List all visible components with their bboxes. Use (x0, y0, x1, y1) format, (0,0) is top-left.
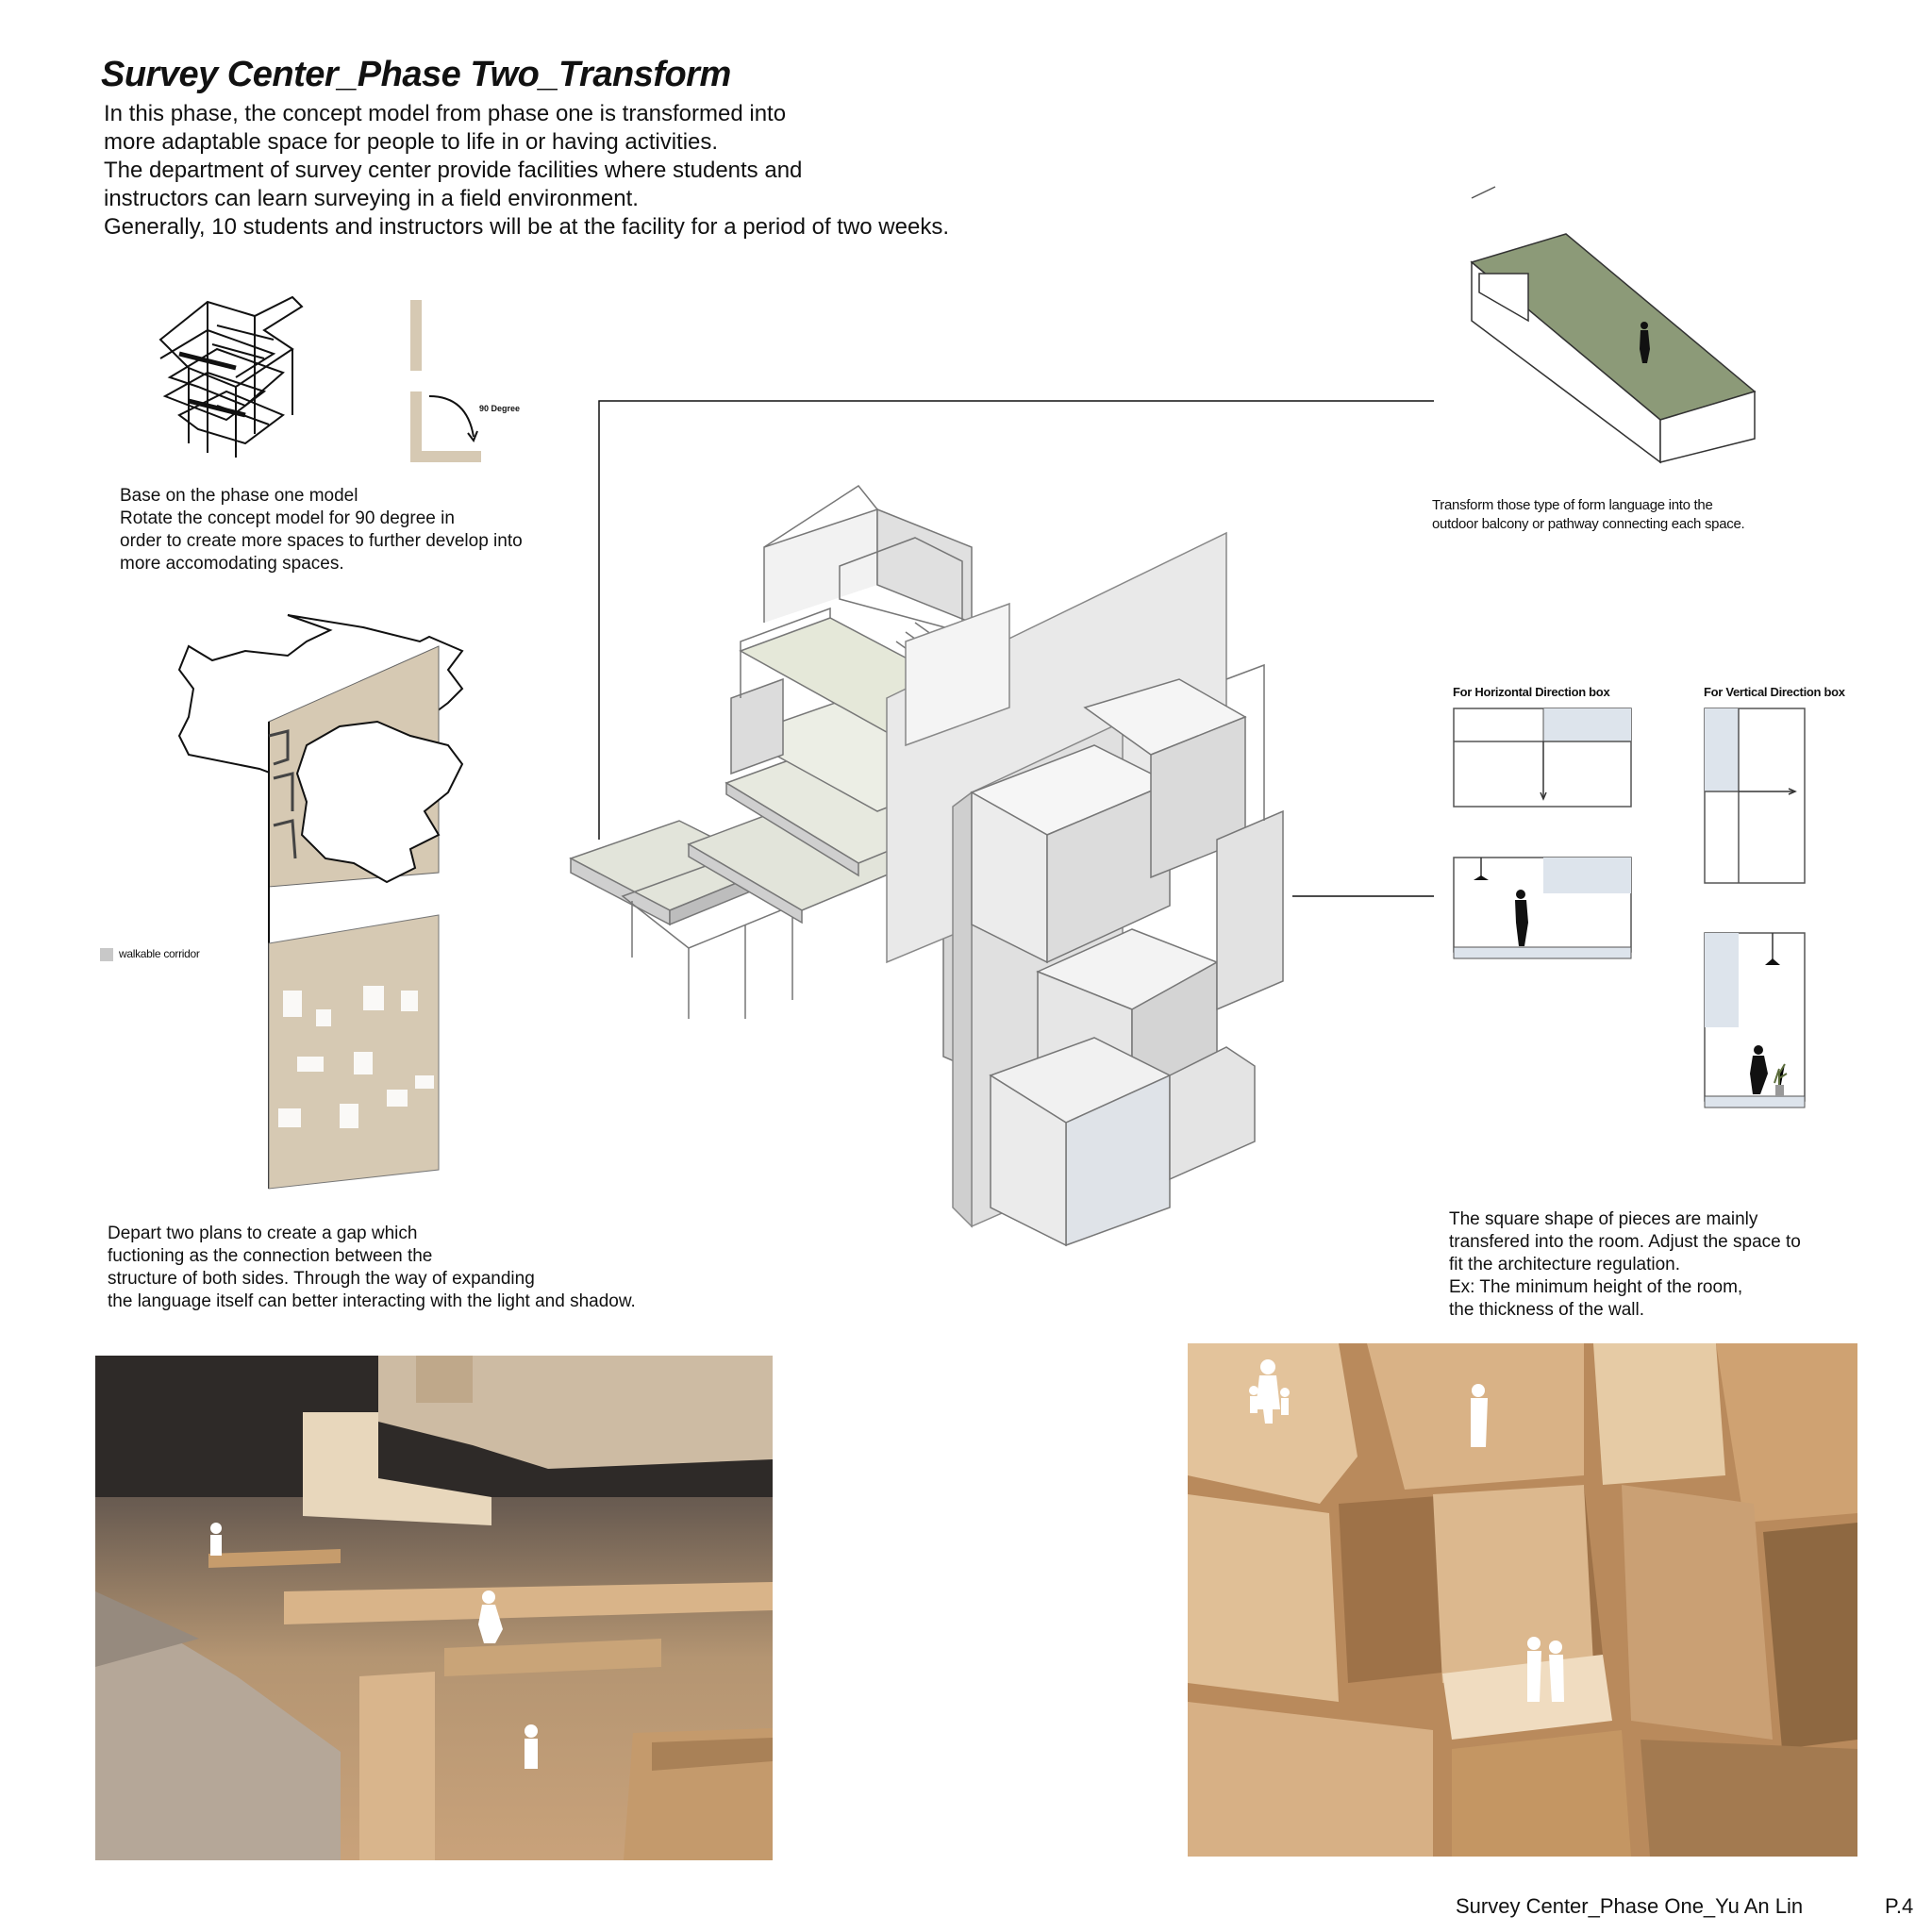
caption-line: the thickness of the wall. (1449, 1300, 1644, 1320)
rotation-l-shape-horizontal (410, 451, 481, 462)
rotation-bar-vertical (410, 300, 422, 371)
axonometric-model (569, 400, 1434, 1247)
person-silhouette-icon (1640, 322, 1650, 363)
page-title: Survey Center_Phase Two_Transform (101, 55, 731, 94)
intro-line: instructors can learn surveying in a fie… (104, 186, 639, 211)
caption-line: Base on the phase one model (120, 486, 358, 506)
caption-line: structure of both sides. Through the way… (108, 1269, 535, 1289)
walkable-label: walkable corridor (119, 947, 200, 960)
rotation-caption: Base on the phase one model Rotate the c… (120, 485, 523, 575)
rotation-arrow-icon (428, 395, 478, 443)
page-number: P.4 (1885, 1894, 1914, 1918)
intro-line: The department of survey center provide … (104, 158, 803, 183)
plan-gap-diagram (177, 614, 464, 1190)
caption-line: Depart two plans to create a gap which (108, 1224, 418, 1243)
horizontal-room-diagram (1453, 857, 1632, 959)
plant-icon (1774, 1063, 1788, 1096)
caption-line: The square shape of pieces are mainly (1449, 1209, 1758, 1229)
caption-line: transfered into the room. Adjust the spa… (1449, 1232, 1801, 1252)
vertical-direction-box-diagram (1704, 708, 1806, 884)
rotation-l-shape-vertical (410, 391, 422, 462)
model-photo-interior (95, 1356, 773, 1860)
caption-line: outdoor balcony or pathway connecting ea… (1432, 516, 1745, 532)
model-photo-rooms (1188, 1343, 1857, 1857)
caption-line: the language itself can better interacti… (108, 1291, 636, 1311)
balcony-caption: Transform those type of form language in… (1432, 496, 1745, 534)
intro-line: more adaptable space for people to life … (104, 129, 719, 155)
horizontal-direction-box-diagram (1453, 708, 1632, 808)
balcony-pathway-diagram (1470, 186, 1757, 464)
vertical-room-diagram (1704, 932, 1806, 1108)
caption-line: fit the architecture regulation. (1449, 1255, 1681, 1274)
footer-project: Survey Center_Phase One_Yu An Lin (1456, 1894, 1804, 1918)
walkable-swatch (100, 948, 113, 961)
phase-one-wireframe-model (158, 295, 304, 458)
person-silhouette-icon (1515, 890, 1528, 946)
intro-line: In this phase, the concept model from ph… (104, 101, 787, 126)
gap-caption: Depart two plans to create a gap which f… (108, 1223, 636, 1313)
vertical-box-label: For Vertical Direction box (1704, 685, 1845, 699)
intro-line: Generally, 10 students and instructors w… (104, 214, 949, 240)
caption-line: fuctioning as the connection between the (108, 1246, 433, 1266)
horizontal-box-label: For Horizontal Direction box (1453, 685, 1610, 699)
caption-line: Transform those type of form language in… (1432, 497, 1713, 513)
angle-label: 90 Degree (479, 404, 521, 413)
rooms-caption: The square shape of pieces are mainly tr… (1449, 1208, 1801, 1322)
caption-line: Rotate the concept model for 90 degree i… (120, 508, 455, 528)
caption-line: Ex: The minimum height of the room, (1449, 1277, 1743, 1297)
caption-line: order to create more spaces to further d… (120, 531, 523, 551)
intro-text: In this phase, the concept model from ph… (104, 100, 1028, 242)
person-silhouette-icon (1750, 1045, 1768, 1094)
caption-line: more accomodating spaces. (120, 554, 344, 574)
